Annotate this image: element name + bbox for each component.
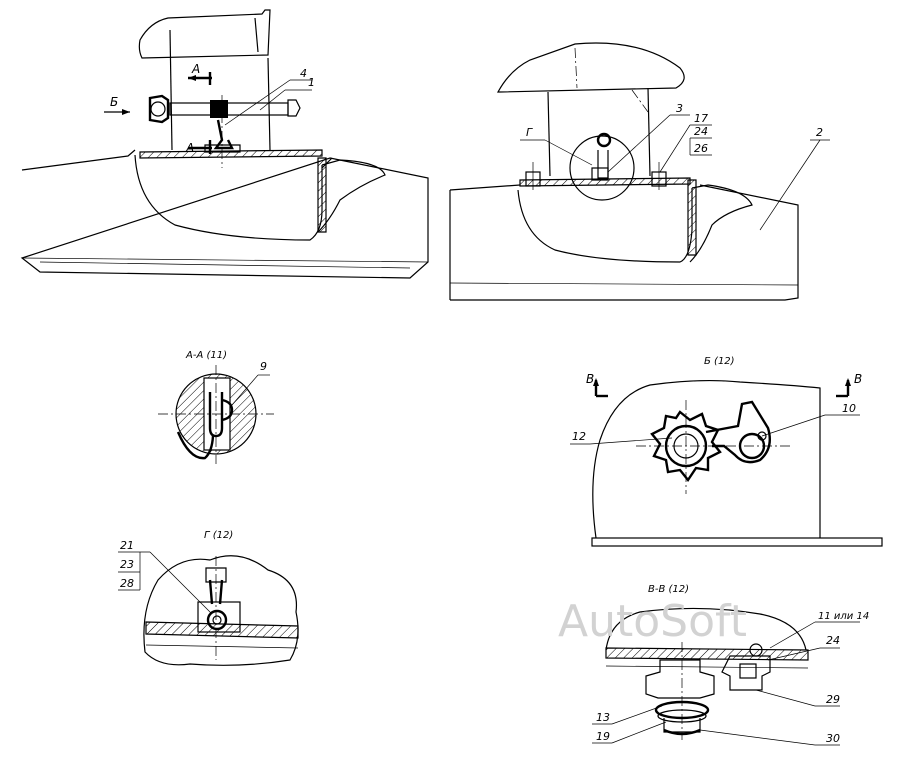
callout-10: 10 <box>842 402 856 415</box>
callout-30: 30 <box>826 732 840 745</box>
view-b-title: Б (12) <box>704 356 735 367</box>
callout-19: 19 <box>596 730 610 743</box>
callout-2: 2 <box>816 126 823 139</box>
view-b: Б (12) 12 10 В В <box>570 356 883 547</box>
section-v-v-title: В-В (12) <box>648 584 689 595</box>
callout-9: 9 <box>260 360 267 373</box>
view-g-title: Г (12) <box>204 530 233 541</box>
callout-1: 1 <box>308 76 315 89</box>
section-a-a-title: А-А (11) <box>185 350 227 361</box>
callout-29: 29 <box>826 693 840 706</box>
marker-section-v-right: В <box>854 372 862 386</box>
callout-3: 3 <box>676 102 683 115</box>
marker-section-a-top: А <box>191 62 200 76</box>
callout-12: 12 <box>572 430 586 443</box>
view-g: Г (12) 21 23 28 <box>118 530 299 666</box>
section-a-a: А-А (11) 9 <box>158 350 274 464</box>
callout-24-top: 24 <box>694 125 708 138</box>
section-v-v: В-В (12) 11 или 14 24 29 30 13 19 <box>592 584 869 746</box>
marker-section-v-left: В <box>586 372 594 386</box>
callout-13: 13 <box>596 711 610 724</box>
watermark: AutoSoft <box>558 596 747 647</box>
callout-23: 23 <box>120 558 134 571</box>
callout-26: 26 <box>694 142 708 155</box>
marker-view-b: Б <box>110 95 118 109</box>
callout-21: 21 <box>120 539 134 552</box>
marker-section-a-bottom: А <box>185 141 194 155</box>
callout-24: 24 <box>826 634 840 647</box>
main-view-right: Г 3 17 24 26 2 <box>449 42 830 301</box>
callout-28: 28 <box>120 577 134 590</box>
main-view-left: 4 1 А А Б <box>20 9 429 279</box>
callout-17: 17 <box>694 112 708 125</box>
callout-4: 4 <box>300 67 307 80</box>
callout-11-or-14: 11 или 14 <box>818 611 869 622</box>
marker-view-g: Г <box>526 126 533 139</box>
